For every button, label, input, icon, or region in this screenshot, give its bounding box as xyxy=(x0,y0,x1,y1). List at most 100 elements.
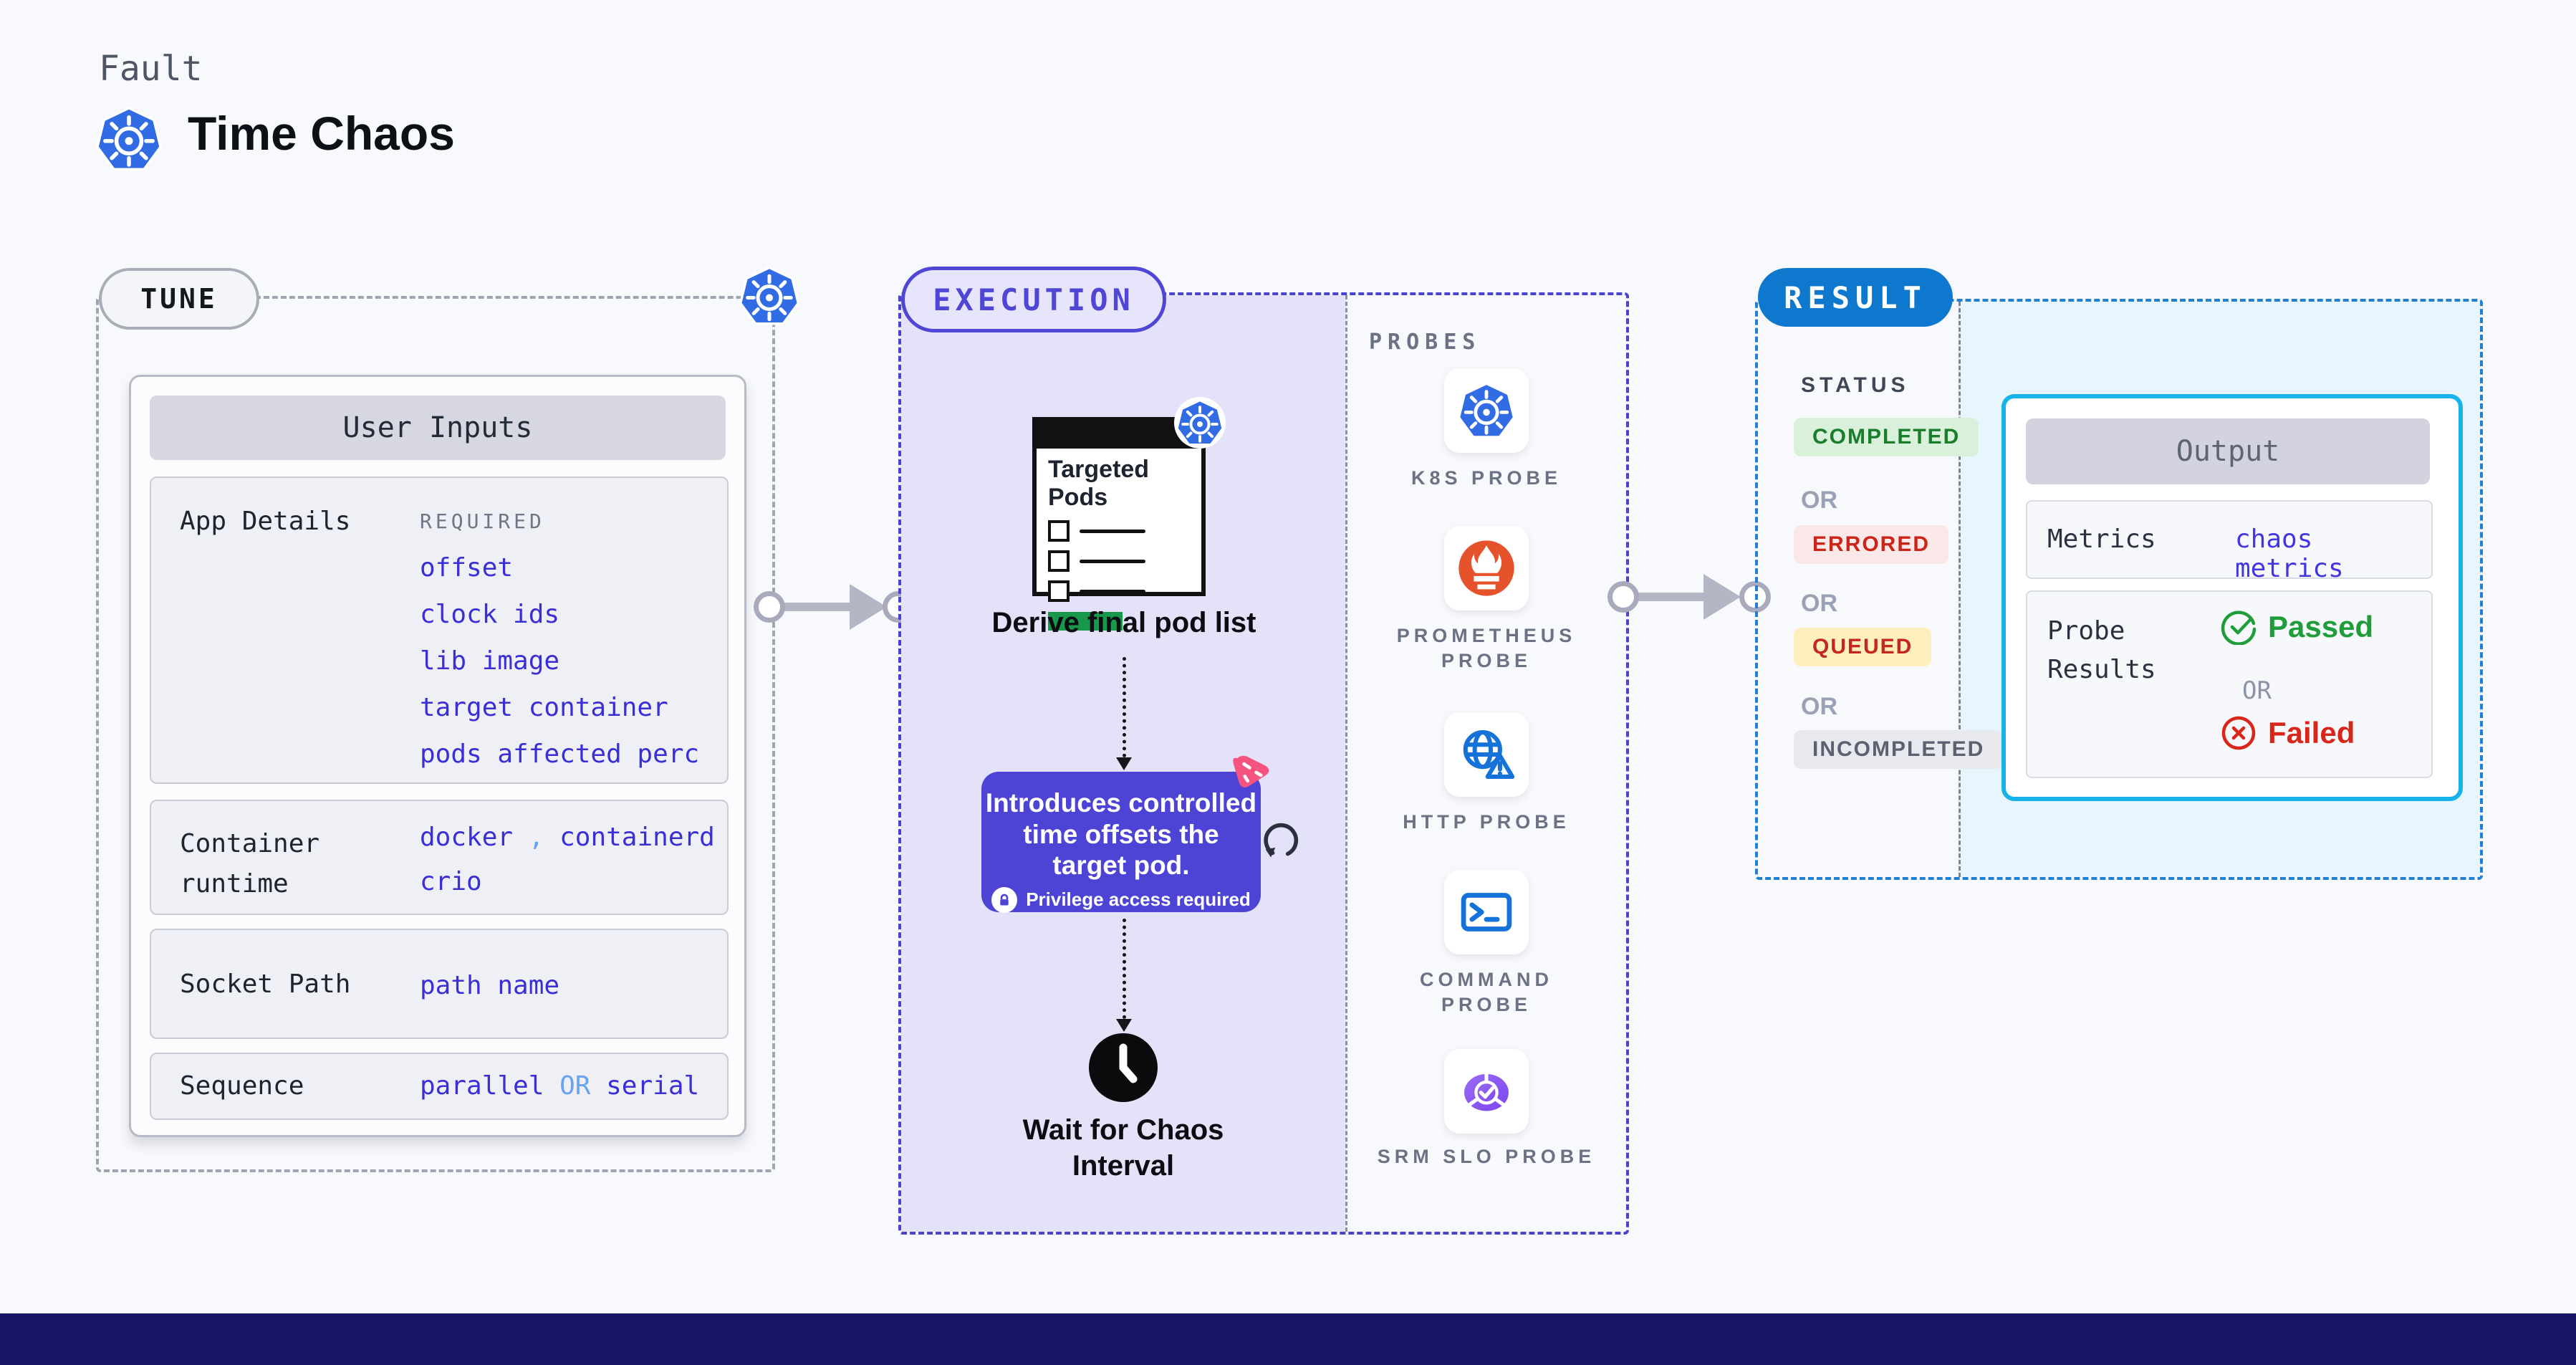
passed-check-icon xyxy=(2221,610,2257,645)
wait-label-line: Interval xyxy=(1072,1150,1175,1182)
k8s-icon xyxy=(739,266,799,326)
connector-node xyxy=(1607,581,1639,613)
result-section-box: STATUS COMPLETED OR ERRORED OR QUEUED OR… xyxy=(1755,299,2483,880)
link-lib-image[interactable]: lib image xyxy=(420,646,560,676)
status-label: STATUS xyxy=(1801,373,1910,397)
socket-path-label: Socket Path xyxy=(180,969,351,999)
probe-card-k8s[interactable] xyxy=(1444,368,1529,453)
green-progress-bar xyxy=(1048,612,1123,631)
flow-arrow-head xyxy=(1116,1019,1132,1032)
connector-node xyxy=(754,591,785,623)
probe-results-label: Probe Results xyxy=(2047,616,2156,684)
tooltip-line: Introduces controlled xyxy=(985,788,1257,818)
probe-card-http[interactable] xyxy=(1444,712,1529,797)
arrow-head xyxy=(1703,574,1741,620)
output-header: Output xyxy=(2026,418,2430,484)
arrow-head xyxy=(850,584,887,630)
k8s-icon xyxy=(1458,382,1515,439)
pod-checkbox[interactable] xyxy=(1048,580,1070,603)
targeted-pods-card: Targeted Pods xyxy=(1032,397,1226,631)
probes-label: PROBES xyxy=(1369,330,1481,355)
fault-eyebrow: Fault xyxy=(99,49,203,89)
probes-divider xyxy=(1345,295,1347,1232)
metrics-value[interactable]: chaos metrics xyxy=(2235,525,2344,583)
passed-label: Passed xyxy=(2268,610,2374,643)
link-crio[interactable]: crio xyxy=(420,867,482,896)
output-or-label: OR xyxy=(2242,676,2272,705)
link-serial[interactable]: serial xyxy=(606,1071,700,1101)
sequence-or: OR xyxy=(559,1071,591,1101)
chaos-pink-icon xyxy=(1233,755,1269,788)
tune-pill: TUNE xyxy=(99,268,259,330)
kubernetes-icon xyxy=(96,106,162,172)
pod-line xyxy=(1080,559,1145,563)
required-tag: REQUIRED xyxy=(420,509,545,533)
targeted-pods-title: Targeted Pods xyxy=(1048,456,1150,512)
execution-section-box: Targeted Pods Derive final pod list Intr… xyxy=(898,292,1629,1235)
link-pods-affected-perc[interactable]: pods affected perc xyxy=(420,739,700,769)
probe-label-k8s: K8S PROBE xyxy=(1410,467,1562,489)
or-label: OR xyxy=(1801,487,1837,514)
terminal-icon xyxy=(1461,893,1512,931)
result-divider xyxy=(1959,302,1961,877)
link-docker[interactable]: docker xyxy=(420,823,514,852)
probe-card-command[interactable] xyxy=(1444,870,1529,954)
pod-checkbox[interactable] xyxy=(1048,520,1070,542)
prometheus-icon xyxy=(1458,540,1514,596)
pod-checkbox[interactable] xyxy=(1048,550,1070,573)
link-path-name[interactable]: path name xyxy=(420,971,560,1000)
slo-donut-icon xyxy=(1464,1073,1509,1111)
arrow-execution-result xyxy=(1636,593,1714,601)
status-badge-incompleted: INCOMPLETED xyxy=(1794,730,2004,769)
k8s-icon xyxy=(1176,399,1224,446)
fault-tooltip: Introduces controlled time offsets the t… xyxy=(981,755,1269,913)
output-card: Output Metrics chaos metrics Probe Resul… xyxy=(2001,394,2463,801)
or-label: OR xyxy=(1801,590,1837,617)
lock-icon xyxy=(991,886,1018,913)
sequence-row: Sequence parallel OR serial xyxy=(150,1053,729,1120)
clock-icon xyxy=(1089,1033,1158,1102)
arrow-tune-execution xyxy=(781,603,860,611)
or-label: OR xyxy=(1801,693,1837,720)
app-details-row: App Details REQUIRED offset clock ids li… xyxy=(150,476,729,784)
probe-card-srm-slo[interactable] xyxy=(1444,1049,1529,1134)
privilege-label: Privilege access required xyxy=(1026,889,1251,911)
user-inputs-header: User Inputs xyxy=(150,396,726,460)
link-parallel[interactable]: parallel xyxy=(420,1071,544,1101)
user-inputs-card: User Inputs App Details REQUIRED offset … xyxy=(129,375,746,1137)
pod-line xyxy=(1080,529,1145,533)
tooltip-line: target pod. xyxy=(1052,851,1190,881)
wait-label-line: Wait for Chaos xyxy=(1022,1114,1224,1146)
link-target-container[interactable]: target container xyxy=(420,693,668,722)
status-badge-completed: COMPLETED xyxy=(1794,418,1979,456)
result-pill: RESULT xyxy=(1758,268,1953,327)
flow-dotted-line xyxy=(1123,657,1126,757)
metrics-row: Metrics chaos metrics xyxy=(2026,500,2433,583)
sequence-label: Sequence xyxy=(180,1071,304,1101)
link-clock-ids[interactable]: clock ids xyxy=(420,600,560,629)
flow-arrow-head xyxy=(1116,757,1132,770)
probe-label-prometheus: PROMETHEUS PROBE xyxy=(1396,625,1577,672)
probe-results-row: Probe Results Passed OR xyxy=(2026,590,2433,778)
comma-separator: , xyxy=(528,823,544,852)
pod-line xyxy=(1080,589,1145,593)
targeted-pods-titlebar xyxy=(1037,421,1201,449)
probe-label-http: HTTP PROBE xyxy=(1403,811,1570,833)
container-runtime-label: Container runtime xyxy=(180,829,320,899)
link-offset[interactable]: offset xyxy=(420,553,514,583)
k8s-badge xyxy=(1174,397,1226,449)
tune-section-box xyxy=(96,296,775,1172)
link-containerd[interactable]: containerd xyxy=(559,823,715,852)
probe-card-prometheus[interactable] xyxy=(1444,526,1529,610)
page-title: Time Chaos xyxy=(188,107,455,160)
footer-bar xyxy=(0,1313,2576,1365)
probe-label-srm-slo: SRM SLO PROBE xyxy=(1377,1146,1596,1167)
container-runtime-row: Container runtime docker , containerd cr… xyxy=(150,800,729,915)
probe-label-command: COMMAND PROBE xyxy=(1420,969,1553,1016)
loop-refresh-icon xyxy=(1264,823,1299,858)
metrics-label: Metrics xyxy=(2047,525,2156,554)
app-details-label: App Details xyxy=(180,507,351,536)
execution-pill: EXECUTION xyxy=(901,267,1166,332)
status-badge-errored: ERRORED xyxy=(1794,525,1949,564)
